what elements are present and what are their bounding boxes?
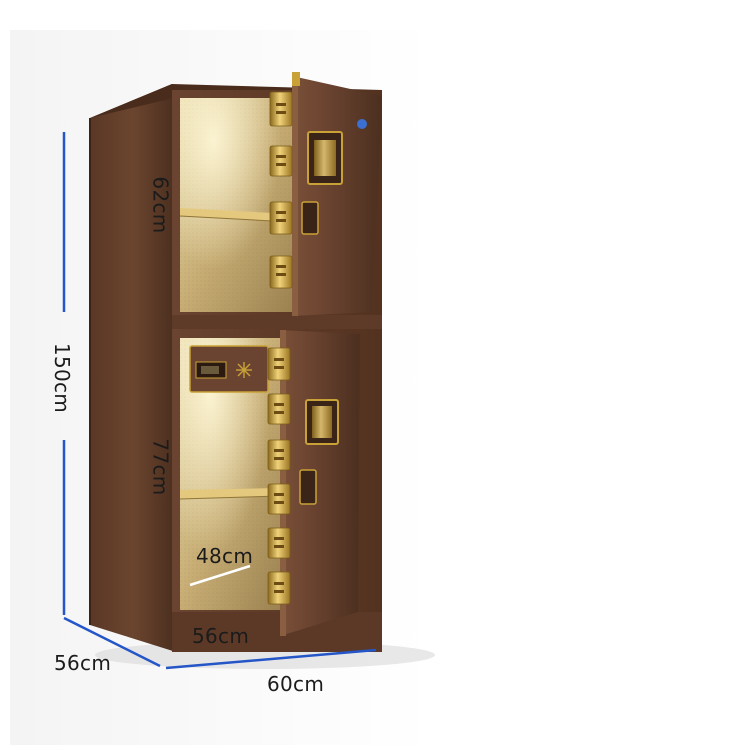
label-outer-depth: 56cm [54,651,112,675]
lower-door[interactable] [280,330,360,636]
upper-door[interactable] [292,76,382,316]
label-upper-compartment-height: 62cm [148,176,173,234]
label-lower-compartment-height: 77cm [148,438,173,496]
lockbox-star-icon [236,362,252,378]
label-inner-depth: 48cm [196,544,254,568]
upper-door-bolts [269,91,293,289]
label-height-total: 150cm [50,342,75,414]
upper-shelf [180,208,292,222]
lower-door-handle[interactable] [299,469,317,505]
dimension-lines [62,132,377,670]
brand-logo-icon [357,119,367,129]
upper-door-handle[interactable] [301,201,319,235]
inner-depth-guide [189,564,251,587]
label-outer-width: 60cm [267,672,325,696]
safe-side-panel [90,84,176,652]
lower-door-bolts [267,347,291,605]
lockbox-keypad-icon [201,366,219,374]
label-inner-width: 56cm [192,624,250,648]
